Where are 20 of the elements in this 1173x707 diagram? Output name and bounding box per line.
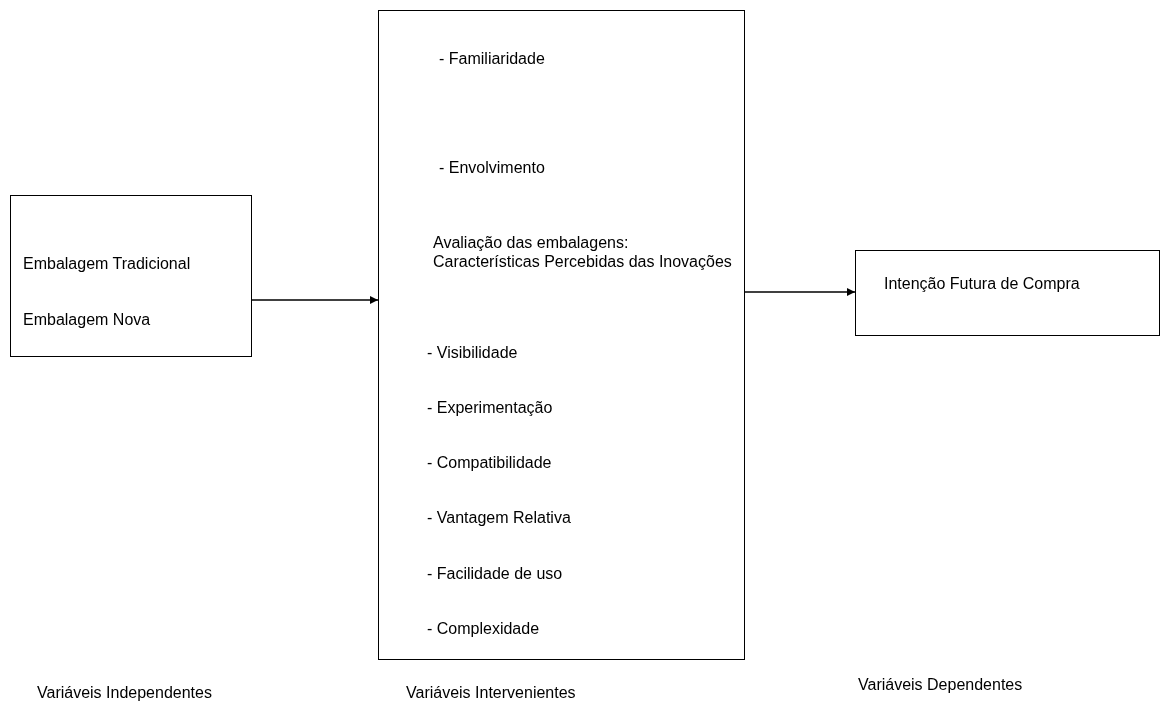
box-text: - Vantagem Relativa — [427, 508, 572, 527]
box-text: - Compatibilidade — [427, 453, 553, 472]
box-text: - Familiaridade — [439, 49, 546, 68]
text-box — [10, 195, 252, 357]
box-text: - Experimentação — [427, 398, 554, 417]
text-box — [378, 10, 745, 660]
text-box — [855, 250, 1160, 336]
box-text: Embalagem Nova — [23, 310, 152, 329]
box-text: Embalagem Tradicional — [23, 254, 192, 273]
box-text: - Visibilidade — [427, 343, 519, 362]
box-text: - Facilidade de uso — [427, 564, 564, 583]
column-caption: Variáveis Intervenientes — [406, 684, 576, 702]
box-text: Avaliação das embalagens: Características Percebidas das Inovações — [433, 233, 733, 271]
box-text: Intenção Futura de Compra — [884, 274, 1081, 293]
column-caption: Variáveis Dependentes — [858, 676, 1023, 694]
arrow — [251, 296, 379, 304]
arrow — [744, 288, 856, 296]
column-caption: Variáveis Independentes — [37, 684, 212, 702]
box-text: - Envolvimento — [439, 158, 546, 177]
box-text: - Complexidade — [427, 619, 541, 638]
